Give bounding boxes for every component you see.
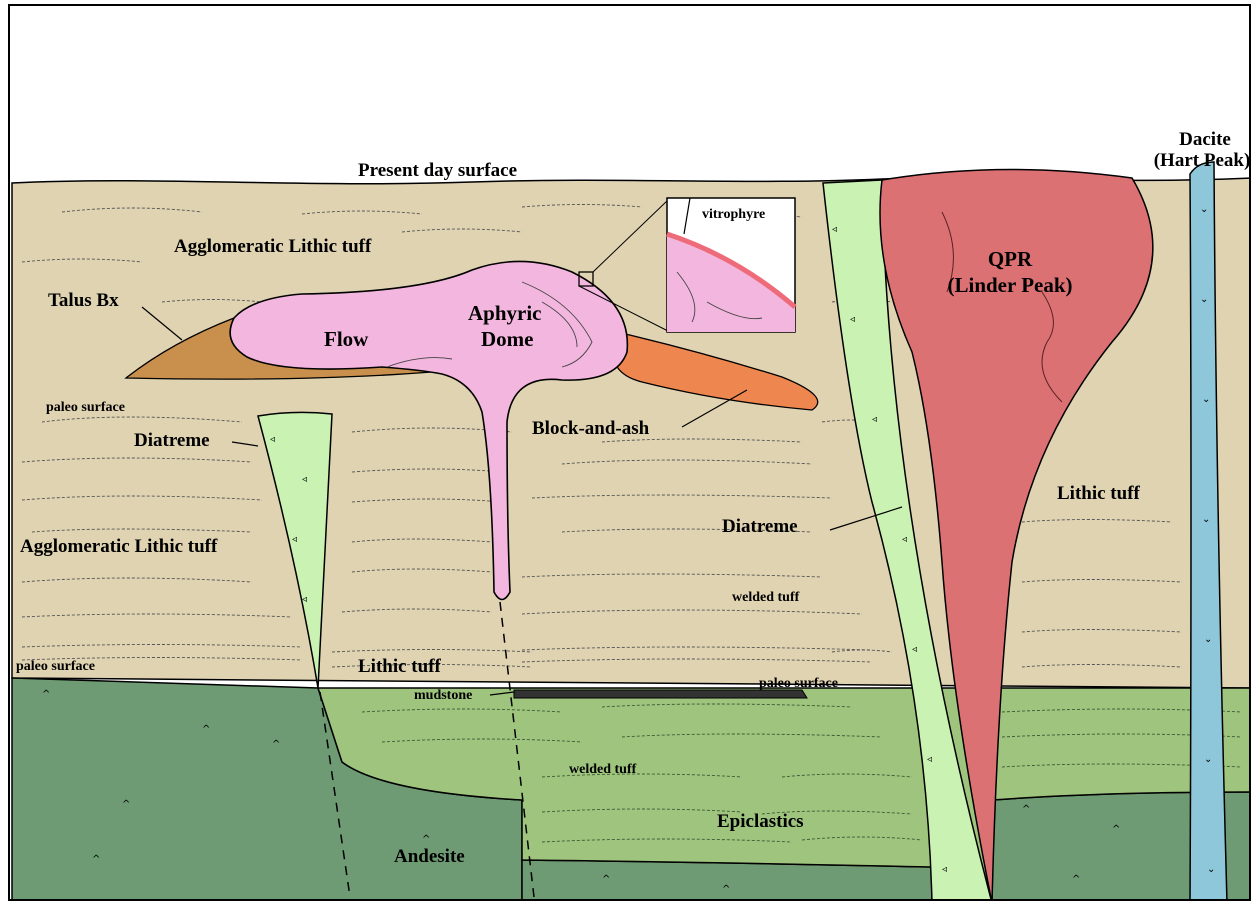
label-vitrophyre: vitrophyre xyxy=(702,207,765,222)
label-paleo-lower: paleo surface xyxy=(16,659,95,674)
label-welded-tuff-upper: welded tuff xyxy=(732,590,800,605)
svg-text:⌄: ⌄ xyxy=(1202,394,1210,405)
svg-text:⌄: ⌄ xyxy=(1207,864,1215,875)
svg-text:^: ^ xyxy=(1112,824,1120,835)
svg-text:◃: ◃ xyxy=(832,224,837,235)
svg-text:⌄: ⌄ xyxy=(1200,294,1208,305)
svg-text:◃: ◃ xyxy=(912,644,917,655)
cross-section-svg: ^ ^ ^ ^ ^ ^ ^ ^ ^ ^ ^ ◃ ◃ ◃ ◃ ◃ ◃ ◃ ◃ ◃ ◃ ◃ ⌄ ⌄ ⌄ ⌄ ⌄ ⌄ ⌄ Pre… xyxy=(10,6,1251,901)
svg-text:^: ^ xyxy=(602,874,610,885)
label-aphyric-2: Dome xyxy=(481,327,533,351)
label-diatreme-left: Diatreme xyxy=(134,430,210,451)
label-aphyric-1: Aphyric xyxy=(468,301,542,325)
label-paleo-upper: paleo surface xyxy=(46,400,125,415)
svg-text:◃: ◃ xyxy=(302,474,307,485)
label-talus: Talus Bx xyxy=(48,290,119,311)
label-lithic-tuff-lower: Lithic tuff xyxy=(358,656,442,677)
svg-text:⌄: ⌄ xyxy=(1200,204,1208,215)
label-welded-tuff-lower: welded tuff xyxy=(569,762,637,777)
svg-text:◃: ◃ xyxy=(850,314,855,325)
svg-text:^: ^ xyxy=(722,884,730,895)
label-andesite: Andesite xyxy=(394,846,465,867)
svg-text:◃: ◃ xyxy=(270,434,275,445)
svg-text:⌄: ⌄ xyxy=(1202,514,1210,525)
svg-text:◃: ◃ xyxy=(292,534,297,545)
label-dacite-2: (Hart Peak) xyxy=(1154,150,1251,171)
svg-text:◃: ◃ xyxy=(902,534,907,545)
label-flow: Flow xyxy=(324,327,369,351)
geologic-cross-section: ^ ^ ^ ^ ^ ^ ^ ^ ^ ^ ^ ◃ ◃ ◃ ◃ ◃ ◃ ◃ ◃ ◃ ◃ ◃ ⌄ ⌄ ⌄ ⌄ ⌄ ⌄ ⌄ Pre… xyxy=(8,4,1251,901)
svg-text:◃: ◃ xyxy=(927,754,932,765)
label-mudstone: mudstone xyxy=(414,688,472,703)
svg-text:⌄: ⌄ xyxy=(1204,754,1212,765)
svg-text:◃: ◃ xyxy=(302,594,307,605)
label-present-surface: Present day surface xyxy=(358,160,517,181)
svg-text:◃: ◃ xyxy=(942,864,947,875)
label-qpr-1: QPR xyxy=(988,247,1033,271)
label-block-and-ash: Block-and-ash xyxy=(532,418,650,439)
label-dacite-1: Dacite xyxy=(1179,129,1231,150)
label-diatreme-right: Diatreme xyxy=(722,516,798,537)
svg-text:^: ^ xyxy=(1022,804,1030,815)
svg-text:⌄: ⌄ xyxy=(1204,634,1212,645)
label-epiclastics: Epiclastics xyxy=(717,811,804,832)
svg-text:^: ^ xyxy=(42,689,50,700)
mudstone-layer xyxy=(514,690,807,698)
svg-text:◃: ◃ xyxy=(872,414,877,425)
label-qpr-2: (Linder Peak) xyxy=(947,273,1072,297)
label-paleo-mudstone: paleo surface xyxy=(759,676,838,691)
svg-text:^: ^ xyxy=(1072,874,1080,885)
svg-text:^: ^ xyxy=(202,724,210,735)
svg-text:^: ^ xyxy=(92,854,100,865)
label-agglomeratic-lower: Agglomeratic Lithic tuff xyxy=(20,536,218,557)
label-agglomeratic-upper: Agglomeratic Lithic tuff xyxy=(174,236,372,257)
svg-text:^: ^ xyxy=(272,739,280,750)
label-lithic-tuff-right: Lithic tuff xyxy=(1057,483,1141,504)
svg-text:^: ^ xyxy=(122,799,130,810)
svg-text:^: ^ xyxy=(422,834,430,845)
